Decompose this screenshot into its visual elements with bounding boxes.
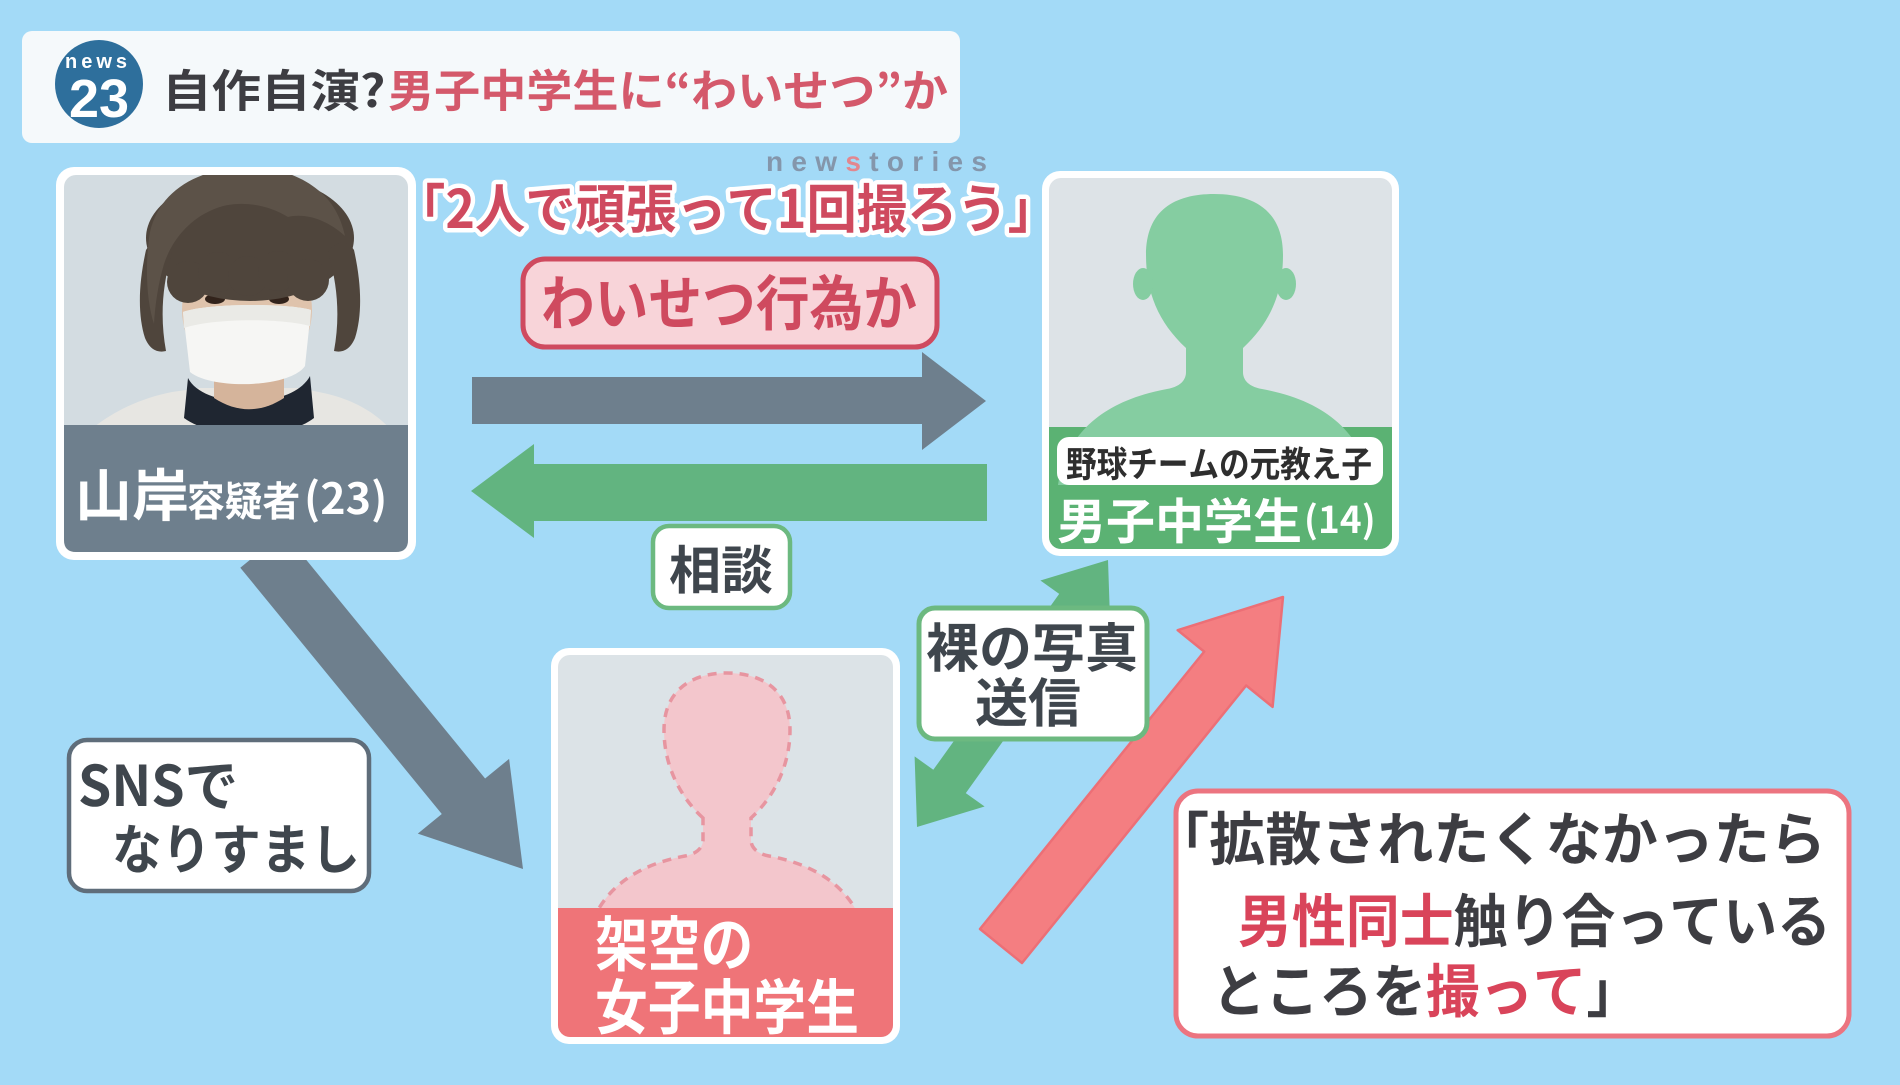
svg-text:news: news xyxy=(65,51,131,73)
svg-text:newstories: newstories xyxy=(766,146,995,177)
svg-text:23: 23 xyxy=(69,69,129,129)
